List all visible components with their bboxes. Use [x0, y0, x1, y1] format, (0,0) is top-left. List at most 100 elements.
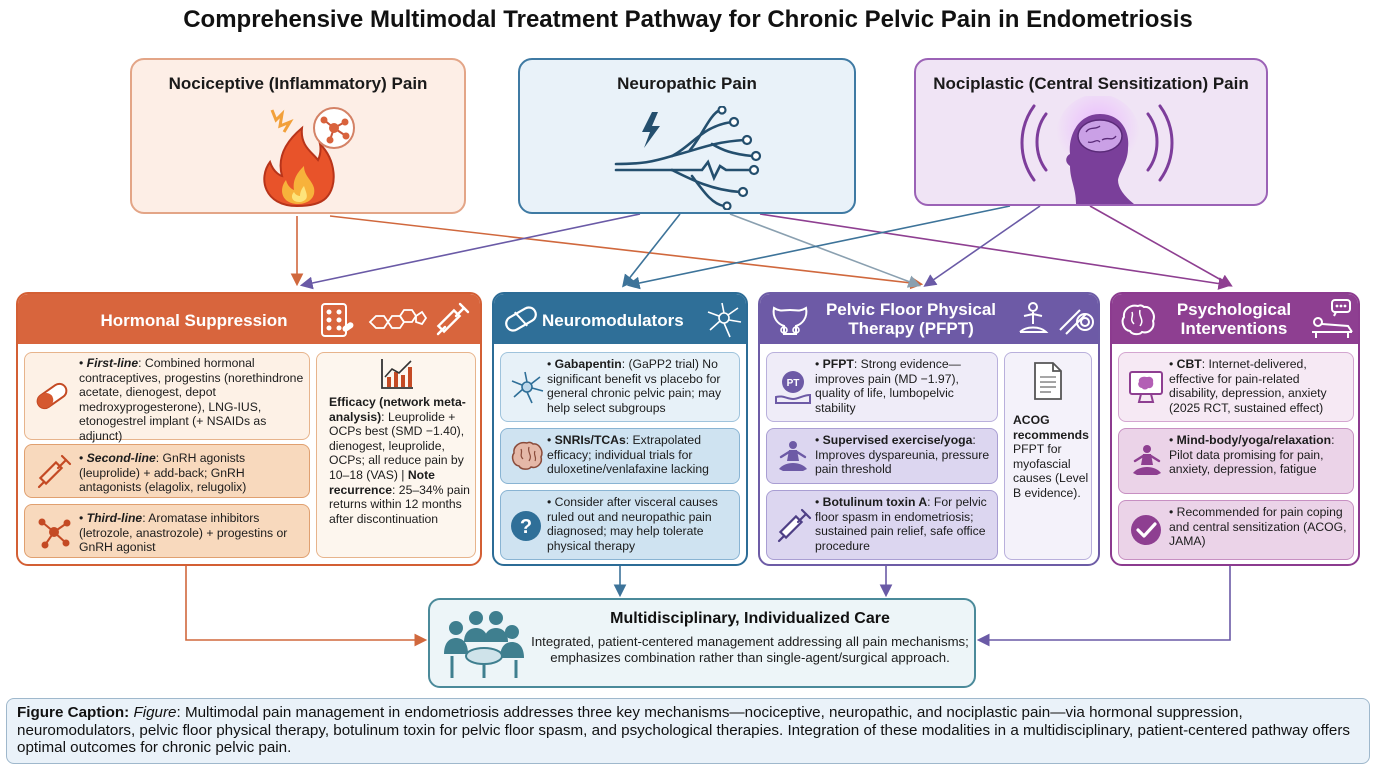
pfpt-label: PFPT	[822, 357, 854, 371]
hormonal-title: Hormonal Suppression	[100, 311, 288, 330]
pfpt-item-botox: • Botulinum toxin A: For pelvic floor sp…	[766, 490, 998, 560]
mechanism-nociplastic-title: Nociplastic (Central Sensitization) Pain	[933, 74, 1249, 93]
mechanism-nociceptive-card: Nociceptive (Inflammatory) Pain	[130, 58, 466, 214]
care-title: Multidisciplinary, Individualized Care	[610, 610, 890, 627]
neuromod-item-consider: ? • Consider after visceral causes ruled…	[500, 490, 740, 560]
psych-header: Psychological Interventions	[1112, 294, 1358, 344]
svg-text:?: ?	[520, 516, 532, 538]
cbt-text: • CBT: Internet-delivered, effective for…	[1169, 357, 1327, 415]
hormonal-item-first-line-text: • First-line: Combined hormonal contrace…	[79, 356, 304, 443]
document-icon	[1034, 362, 1062, 400]
first-line-desc: : Combined hormonal contraceptives, prog…	[79, 356, 304, 443]
therapy-couch-icon	[1312, 299, 1353, 338]
neuromodulators-title: Neuromodulators	[542, 311, 684, 330]
consider-text: • Consider after visceral causes ruled o…	[547, 495, 718, 553]
hormonal-item-second-line-text: • Second-line: GnRH agonists (leuprolide…	[79, 451, 247, 495]
syringe-icon	[777, 508, 812, 543]
diagram-title: Comprehensive Multimodal Treatment Pathw…	[183, 6, 1193, 33]
first-line-label: First-line	[86, 356, 139, 370]
pfpt-item-exercise: • Supervised exercise/yoga: Improves dys…	[766, 428, 998, 484]
recommended-desc: Recommended for pain coping and central …	[1169, 505, 1347, 549]
exercise-text: • Supervised exercise/yoga: Improves dys…	[815, 433, 990, 477]
molecule-icon	[38, 518, 71, 549]
neuromodulators-panel: Neuromodulators • Gabapentin: (GaPP2 tri…	[492, 292, 748, 566]
pfpt-title: Pelvic Floor Physical Therapy (PFPT)	[825, 300, 997, 338]
hormonal-efficacy-box: Efficacy (network meta-analysis): Leupro…	[316, 352, 476, 558]
arrow-psych-care	[976, 566, 1231, 647]
acog-desc: PFPT for myofascial causes (Level B evid…	[1013, 442, 1089, 500]
hormonal-suppression-panel: Hormonal Suppression	[16, 292, 482, 566]
arrow-nociplastic-neuromod	[626, 205, 1011, 290]
recurrence-desc: : 25–34% pain returns within 12 months a…	[329, 482, 470, 526]
caption-text: : Multimodal pain management in endometr…	[17, 704, 1350, 756]
arrow-hormonal-care	[185, 566, 428, 647]
cbt-desc: : Internet-delivered, effective for pain…	[1169, 357, 1327, 415]
consider-desc: Consider after visceral causes ruled out…	[547, 495, 718, 553]
capsule-icon	[505, 306, 537, 332]
pfpt-item-pfpt: PT • PFPT: Strong evidence—improves pain…	[766, 352, 998, 422]
arrow-nociceptive-pfpt	[329, 215, 924, 290]
monitor-icon	[1129, 371, 1163, 403]
hormonal-header: Hormonal Suppression	[18, 294, 480, 344]
snri-label: SNRIs/TCAs	[554, 433, 626, 447]
head-brain-icon	[1020, 96, 1174, 204]
neuron-icon	[511, 371, 544, 404]
pfpt-acog-box: ACOG recommends PFPT for myofascial caus…	[1004, 352, 1092, 560]
cbt-label: CBT	[1176, 357, 1202, 371]
hormonal-body: • First-line: Combined hormonal contrace…	[18, 344, 480, 564]
gabapentin-label: Gabapentin	[554, 357, 622, 371]
gabapentin-text: • Gabapentin: (GaPP2 trial) No significa…	[547, 357, 722, 415]
pill-capsule-icon	[36, 382, 68, 410]
mindbody-text: • Mind-body/yoga/relaxation: Pilot data …	[1169, 433, 1335, 477]
arrow-nociplastic-pfpt	[923, 205, 1041, 287]
hormonal-item-first-line: • First-line: Combined hormonal contrace…	[24, 352, 310, 443]
hormonal-item-second-line: • Second-line: GnRH agonists (leuprolide…	[24, 444, 310, 498]
second-line-desc: : GnRH agonists (leuprolide) + add-back;…	[79, 451, 247, 495]
yoga-mat-icon	[1059, 309, 1094, 335]
arrow-neuropathic-pfpt	[729, 213, 921, 288]
acog-text: ACOG recommends PFPT for myofascial caus…	[1013, 413, 1091, 501]
acog-label: ACOG recommends	[1013, 413, 1089, 442]
efficacy-label: Efficacy (network meta-analysis)	[329, 395, 466, 424]
arrow-neuropathic-neuromod	[622, 213, 681, 288]
arrow-neuropathic-hormonal	[299, 213, 641, 290]
neuromod-item-gabapentin: • Gabapentin: (GaPP2 trial) No significa…	[500, 352, 740, 422]
neuromodulators-header: Neuromodulators	[494, 294, 746, 344]
care-text: Integrated, patient-centered management …	[531, 634, 969, 665]
nerve-icon	[614, 106, 762, 210]
exercise-desc: : Improves dyspareunia, pressure pain th…	[815, 433, 990, 477]
svg-text:PT: PT	[787, 378, 800, 389]
pfpt-panel: Pelvic Floor Physical Therapy (PFPT) PT …	[758, 292, 1100, 566]
mindbody-label: Mind-body/yoga/relaxation	[1176, 433, 1332, 447]
botox-text: • Botulinum toxin A: For pelvic floor sp…	[815, 495, 987, 553]
question-icon: ?	[511, 511, 541, 541]
brain-icon	[511, 441, 543, 470]
botox-desc: : For pelvic floor spasm in endometriosi…	[815, 495, 987, 553]
efficacy-text: Efficacy (network meta-analysis): Leupro…	[329, 395, 475, 526]
meditation-icon	[779, 441, 807, 471]
check-icon	[1131, 515, 1161, 545]
exercise-label: Supervised exercise/yoga	[822, 433, 973, 447]
meditation-icon	[1133, 445, 1161, 475]
mechanism-nociplastic-card: Nociplastic (Central Sensitization) Pain	[914, 58, 1268, 206]
caption-figure: Figure	[133, 704, 177, 721]
mechanism-neuropathic-card: Neuropathic Pain	[518, 58, 856, 214]
neuromodulators-body: • Gabapentin: (GaPP2 trial) No significa…	[494, 344, 746, 564]
third-line-desc: : Aromatase inhibitors (letrozole, anast…	[79, 511, 288, 555]
brain-icon	[1121, 304, 1155, 336]
flame-icon	[263, 107, 355, 208]
psych-title: Psychological Interventions	[1176, 300, 1292, 338]
pt-hand-icon: PT	[775, 371, 811, 404]
recurrence-label: Note recurrence	[329, 467, 435, 497]
meditation-icon	[1019, 302, 1049, 333]
psych-body: • CBT: Internet-delivered, effective for…	[1112, 344, 1358, 564]
gabapentin-desc: : (GaPP2 trial) No significant benefit v…	[547, 357, 722, 415]
recommended-text: • Recommended for pain coping and centra…	[1169, 505, 1347, 549]
figure-caption: Figure Caption: Figure: Multimodal pain …	[6, 698, 1370, 764]
psych-item-cbt: • CBT: Internet-delivered, effective for…	[1118, 352, 1354, 422]
steroid-molecule-icon	[368, 309, 428, 329]
snri-text: • SNRIs/TCAs: Extrapolated efficacy; ind…	[547, 433, 709, 477]
mindbody-desc: : Pilot data promising for pain, anxiety…	[1169, 433, 1335, 477]
neuron-icon	[707, 302, 742, 338]
